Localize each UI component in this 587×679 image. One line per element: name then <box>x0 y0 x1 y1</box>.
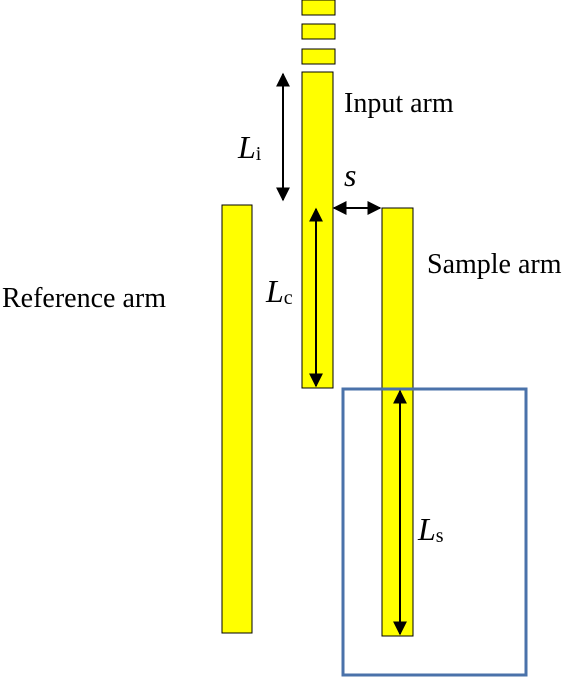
input-feed-segment-3 <box>301 48 336 65</box>
sample-arm-waveguide <box>381 207 414 637</box>
input-arm-waveguide <box>301 71 334 389</box>
input-arm-label: Input arm <box>344 88 454 119</box>
li-label: Li <box>237 129 262 165</box>
s-label: s <box>344 157 356 193</box>
input-feed-segment-2 <box>301 23 336 40</box>
ls-label: Ls <box>417 511 444 547</box>
sample-region-box <box>341 387 528 677</box>
sample-arm-label: Sample arm <box>427 249 562 280</box>
reference-arm-waveguide <box>221 204 253 634</box>
input-feed-segment-1 <box>301 0 336 16</box>
reference-arm-label: Reference arm <box>2 283 166 314</box>
lc-label: Lc <box>265 273 293 309</box>
